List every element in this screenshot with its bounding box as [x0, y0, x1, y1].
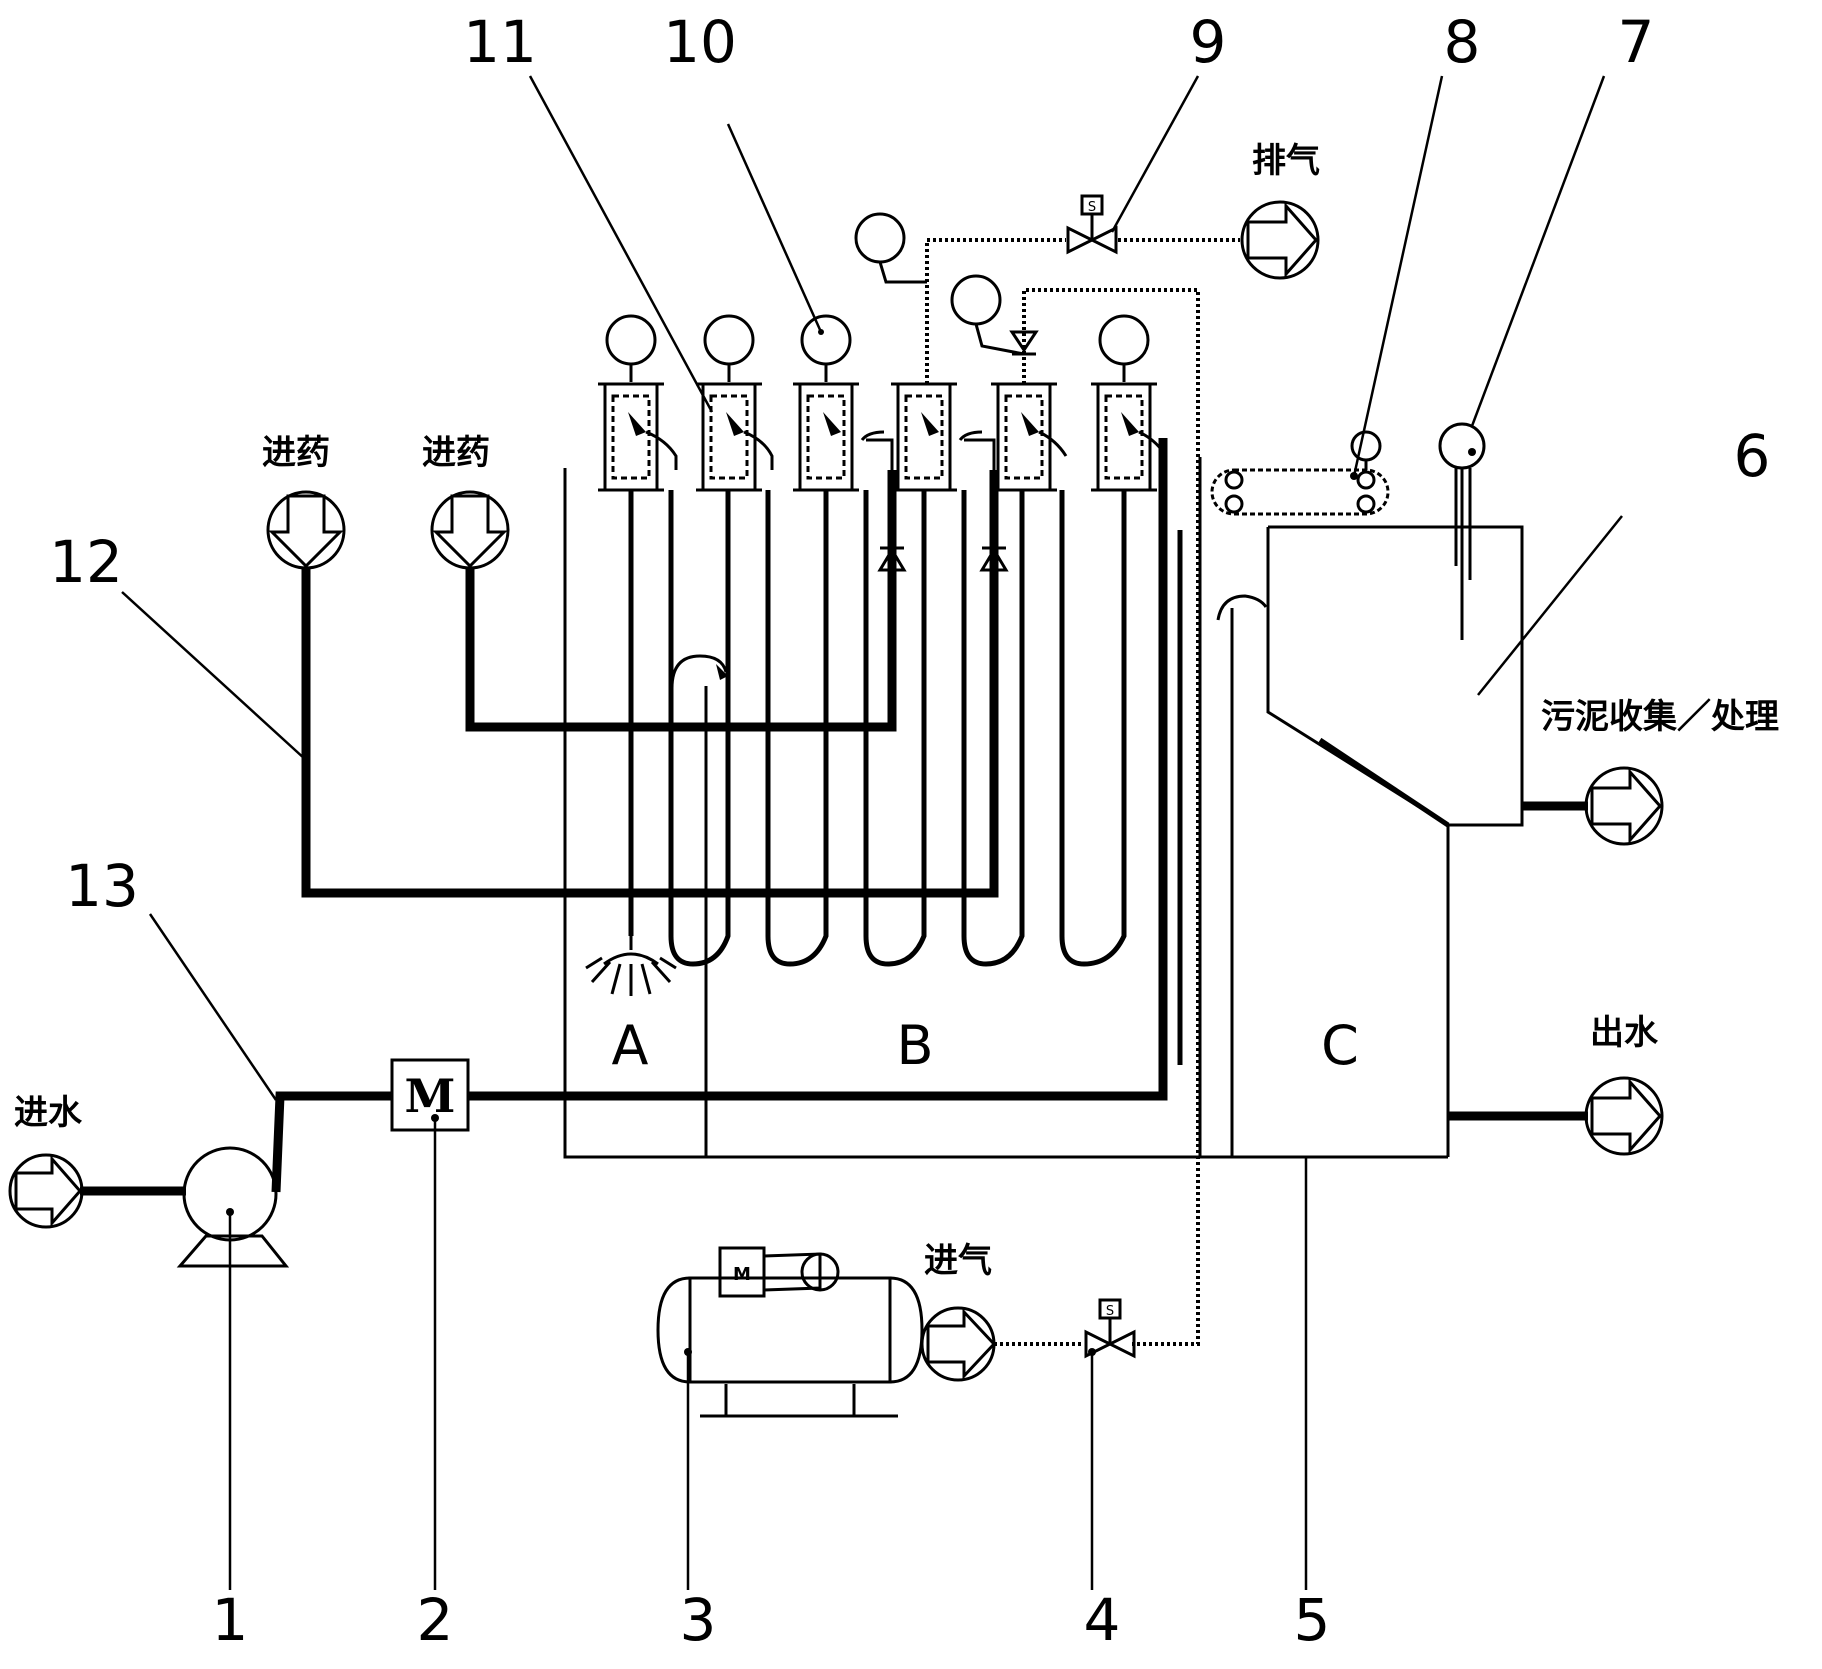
svg-text:S: S: [1088, 200, 1096, 215]
callout-12: 12: [49, 528, 123, 596]
chemical-dosing: [301, 438, 1009, 898]
zone-labels: A B C: [612, 1014, 1359, 1077]
exhaust-arrow-icon: [1240, 200, 1320, 280]
outlet-piping: [1448, 801, 1588, 1121]
callout-2: 2: [417, 1586, 454, 1654]
inlet-pump: [176, 1146, 290, 1268]
air-inlet-line: S: [994, 1298, 1136, 1359]
air-inlet-arrow-icon: [920, 1306, 997, 1382]
sludge-outlet-arrow-icon: [1584, 766, 1664, 846]
callout-numbers: 1 2 3 4 5 6 7 8 9 10 11 12 13: [49, 8, 1770, 1654]
chemical-inlet-arrow-icon-1: [266, 490, 346, 570]
exhaust-line: S: [854, 194, 1240, 384]
water-inlet-label: 进水: [14, 1093, 83, 1133]
callout-11: 11: [463, 8, 537, 76]
sludge-collection-label: 污泥收集／处理: [1541, 697, 1779, 737]
flow-meter-letter: M: [405, 1069, 456, 1123]
svg-text:M: M: [733, 1264, 751, 1285]
chemical-inlet-label-2: 进药: [422, 433, 490, 473]
callout-3: 3: [680, 1586, 717, 1654]
callout-1: 1: [212, 1586, 249, 1654]
callout-8: 8: [1444, 8, 1481, 76]
zone-a-label: A: [612, 1014, 649, 1077]
flow-meter: M: [390, 1058, 470, 1132]
chemical-inlet-label-1: 进药: [262, 433, 330, 473]
water-outlet-label: 出水: [1590, 1013, 1659, 1053]
zone-c-label: C: [1321, 1014, 1359, 1077]
callout-4: 4: [1084, 1586, 1121, 1654]
callout-10: 10: [663, 8, 737, 76]
callout-13: 13: [65, 852, 139, 920]
callout-6: 6: [1734, 422, 1771, 490]
reactor-basin: [563, 457, 1448, 1159]
zone-b-label: B: [896, 1014, 933, 1077]
air-inlet-label: 进气: [924, 1241, 992, 1281]
callout-5: 5: [1294, 1586, 1331, 1654]
diffuser-icon: [585, 936, 677, 996]
callout-leaders: [121, 75, 1623, 1590]
settling-tank: [1216, 468, 1524, 1157]
svg-text:S: S: [1106, 1304, 1114, 1319]
callout-7: 7: [1618, 8, 1655, 76]
water-outlet-arrow-icon: [1584, 1076, 1664, 1156]
water-inlet-arrow-icon: [8, 1153, 84, 1229]
exhaust-label: 排气: [1252, 141, 1320, 181]
chemical-inlet-arrow-icon-2: [430, 490, 510, 570]
air-compressor: M: [656, 1246, 924, 1418]
inlet-piping: [80, 438, 1183, 1196]
callout-9: 9: [1190, 8, 1227, 76]
text-labels: 进水 进药 进药 排气 进气 污泥收集／处理 出水: [14, 141, 1779, 1281]
air-return-line: [950, 274, 1200, 1346]
level-sensor: [1438, 422, 1486, 470]
